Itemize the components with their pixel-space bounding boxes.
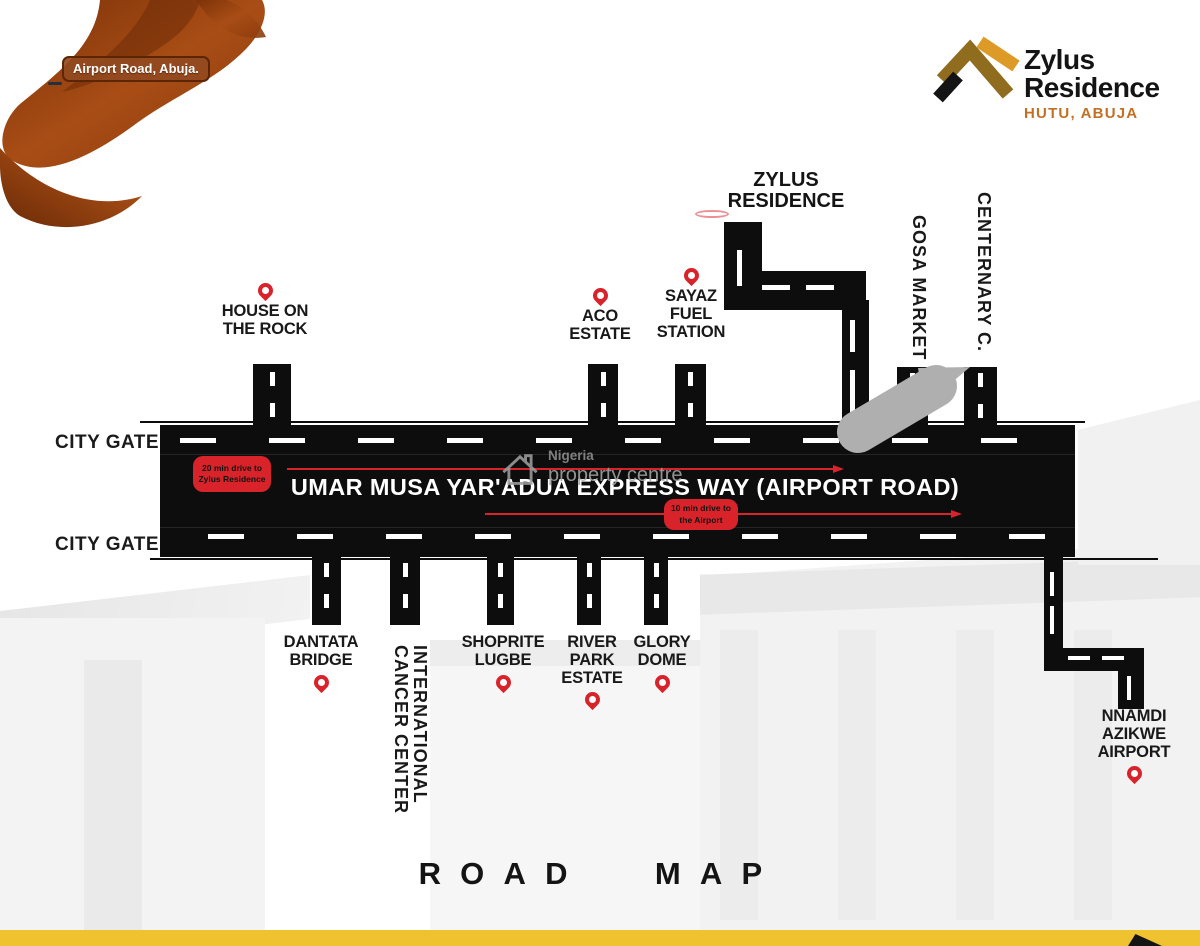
route-dash: [1050, 606, 1054, 634]
branch-dashes: [978, 373, 983, 422]
landmark-glory-dome: GLORY DOME: [622, 633, 702, 693]
highway-name: UMAR MUSA YAR'ADUA EXPRESS WAY (AIRPORT …: [290, 474, 960, 500]
route-dash: [806, 285, 834, 290]
landmark-label: SHOPRITE LUGBE: [461, 633, 545, 669]
destination-pin-shadow: [695, 210, 729, 218]
watermark: Nigeria property centre: [500, 448, 683, 490]
branch-road-dantata-bridge: [312, 557, 341, 625]
branch-dashes: [587, 563, 592, 619]
zylus-logo-icon: [933, 36, 1020, 103]
landmark-centernary: CENTERNARY C.: [974, 192, 994, 353]
route-dash: [1127, 676, 1131, 700]
badge-drive-to-airport: 10 min drive to the Airport: [664, 499, 738, 530]
landmark-pin-icon: [581, 689, 603, 711]
landmark-label: GLORY DOME: [633, 633, 691, 669]
landmark-pin-icon: [310, 671, 332, 693]
background-swath-right: [1078, 400, 1200, 565]
landmark-nnamdi-azikwe-airport: NNAMDI AZIKWE AIRPORT: [1086, 707, 1182, 785]
city-gate-label-top: CITY GATE: [55, 432, 160, 453]
branch-dashes: [688, 372, 693, 422]
location-pin-base: [48, 82, 62, 85]
landmark-label: SAYAZ FUEL STATION: [656, 287, 726, 341]
arrow-shaft: [287, 468, 833, 470]
landmark-label: NNAMDI AZIKWE AIRPORT: [1097, 707, 1171, 761]
landmark-label: RIVER PARK ESTATE: [561, 633, 623, 687]
route-dash: [737, 250, 742, 286]
badge-drive-to-residence: 20 min drive to Zylus Residence: [193, 456, 271, 492]
location-tag: Airport Road, Abuja.: [62, 56, 210, 82]
landmark-pin-icon: [589, 284, 611, 307]
logo-name-line2: Residence: [1024, 72, 1160, 103]
ribbon-graphic: [0, 0, 266, 228]
watermark-line2: property centre: [548, 464, 683, 486]
watermark-text: Nigeria property centre: [548, 448, 683, 487]
lane-dashes-top: [180, 438, 1059, 443]
landmark-pin-icon: [492, 671, 514, 693]
route-dash: [850, 320, 855, 352]
landmark-house-on-the-rock: HOUSE ON THE ROCK: [215, 279, 315, 339]
route-dash: [762, 285, 790, 290]
landmark-dantata-bridge: DANTATA BRIDGE: [272, 633, 370, 693]
route-dash: [1102, 656, 1124, 660]
branch-road-centernary: [964, 367, 997, 426]
branch-dashes: [324, 563, 329, 619]
lane-seam-top: [160, 454, 1075, 455]
landmark-label: ACO ESTATE: [569, 307, 631, 343]
branch-dashes: [601, 372, 606, 422]
landmark-pin-icon: [680, 264, 702, 287]
branch-road-cancer-center: [390, 557, 420, 625]
landmark-pin-icon: [651, 671, 673, 693]
zylus-logo-text: Zylus Residence HUTU, ABUJA: [1024, 44, 1160, 123]
route-arrow-to-residence: [287, 465, 845, 473]
landmark-aco-estate: ACO ESTATE: [560, 284, 640, 344]
branch-dashes: [654, 563, 659, 619]
route-dash: [1068, 656, 1090, 660]
landmark-pin-icon: [1123, 763, 1145, 785]
branch-dashes: [270, 372, 275, 422]
route-swoosh-arrow: [837, 365, 970, 453]
background-building-right-windows: [720, 630, 1160, 920]
branch-road-shoprite-lugbe: [487, 557, 514, 625]
arrow-head-icon: [833, 465, 844, 473]
lane-dashes-bottom: [208, 534, 1055, 539]
logo-name-line1: Zylus: [1024, 44, 1095, 75]
highway-road: [160, 425, 1075, 557]
landmark-shoprite-lugbe: SHOPRITE LUGBE: [461, 633, 545, 693]
background-building-center: [430, 640, 700, 946]
landmark-cancer-center: INTERNATIONAL CANCER CENTER: [391, 645, 430, 815]
branch-dashes: [498, 563, 503, 619]
route-dash: [850, 370, 855, 412]
logo-subtitle: HUTU, ABUJA: [1024, 105, 1139, 122]
background-building-left-window: [84, 660, 142, 946]
landmark-pin-icon: [254, 279, 276, 302]
branch-dashes: [403, 563, 408, 619]
landmark-gosa-market: GOSA MARKET: [909, 215, 929, 361]
watermark-house-icon: [502, 454, 538, 485]
arrow-head-icon: [951, 510, 962, 518]
watermark-line1: Nigeria: [548, 448, 594, 463]
landmark-sayaz-fuel-station: SAYAZ FUEL STATION: [650, 264, 732, 341]
destination-label: ZYLUS RESIDENCE: [727, 169, 845, 212]
branch-road-sayaz-fuel-station: [675, 364, 706, 426]
landmark-label: HOUSE ON THE ROCK: [221, 302, 309, 338]
branch-road-house-on-the-rock: [253, 364, 291, 426]
branch-road-aco-estate: [588, 364, 618, 426]
landmark-river-park-estate: RIVER PARK ESTATE: [550, 633, 634, 711]
branch-road-river-park: [577, 557, 601, 625]
page-title: ROAD MAP: [418, 856, 782, 891]
city-gate-label-bottom: CITY GATE: [55, 534, 160, 555]
lane-seam-bottom: [160, 527, 1075, 528]
route-dash: [1050, 572, 1054, 596]
footer-yellow-bar: [0, 930, 1200, 946]
branch-road-glory-dome: [644, 557, 668, 625]
landmark-label: DANTATA BRIDGE: [283, 633, 359, 669]
